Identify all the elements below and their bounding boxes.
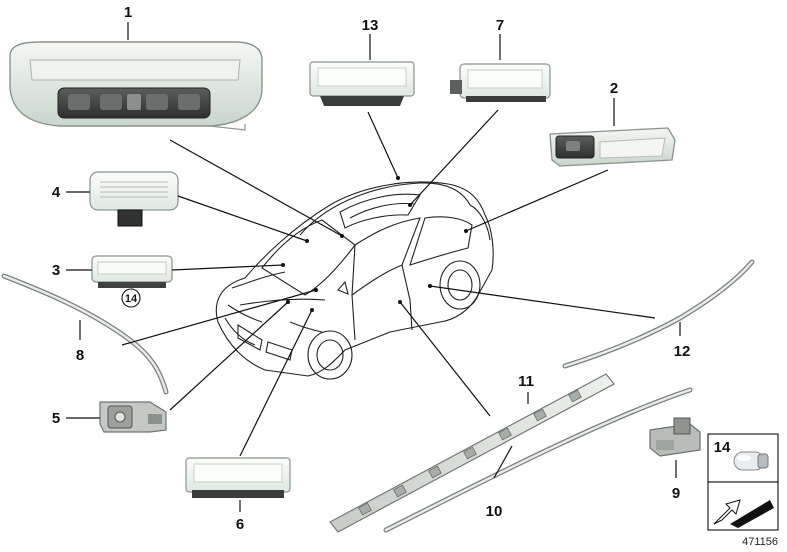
- part-2-reading-light: [549, 127, 676, 167]
- legend-14: 14: [714, 439, 731, 456]
- callout-4: 4: [52, 184, 61, 201]
- circled-ref-14: 14: [125, 293, 138, 305]
- part-10-light-guide: [383, 387, 693, 533]
- part-3-lamp: [91, 255, 173, 288]
- part-12-light-guide: [562, 259, 755, 369]
- callout-3: 3: [52, 262, 60, 279]
- callout-9: 9: [672, 485, 680, 502]
- legend-box: 14: [707, 433, 779, 531]
- part-13-lamp: [309, 61, 415, 106]
- part-9-connector: [649, 417, 701, 457]
- callout-1: 1: [124, 4, 132, 21]
- callout-5: 5: [52, 410, 60, 427]
- callout-7: 7: [496, 17, 504, 34]
- callout-13: 13: [362, 17, 379, 34]
- car-outline: [215, 181, 494, 380]
- arrow-symbol-icon: [713, 499, 774, 528]
- callout-8: 8: [76, 347, 84, 364]
- part-5-module: [99, 401, 167, 433]
- callout-12: 12: [674, 343, 691, 360]
- bulb-icon: [733, 451, 769, 471]
- callout-labels: 1 2 3 4 5 6 7 8 9 10 11 12 13 14: [52, 4, 691, 533]
- part-1-overhead-console: [9, 41, 263, 131]
- part-7-lamp: [450, 63, 551, 102]
- leader-lines: [66, 22, 681, 512]
- part-8-light-guide: [1, 273, 169, 395]
- part-11-light-rail: [329, 373, 615, 533]
- part-6-lamp: [185, 457, 291, 498]
- callout-10: 10: [486, 503, 503, 520]
- callout-11: 11: [518, 373, 534, 390]
- callout-6: 6: [236, 516, 244, 533]
- diagram-id: 471156: [742, 536, 778, 548]
- part-4-lamp: [89, 171, 179, 227]
- circled-ref-ring: [121, 288, 141, 308]
- callout-2: 2: [610, 80, 618, 97]
